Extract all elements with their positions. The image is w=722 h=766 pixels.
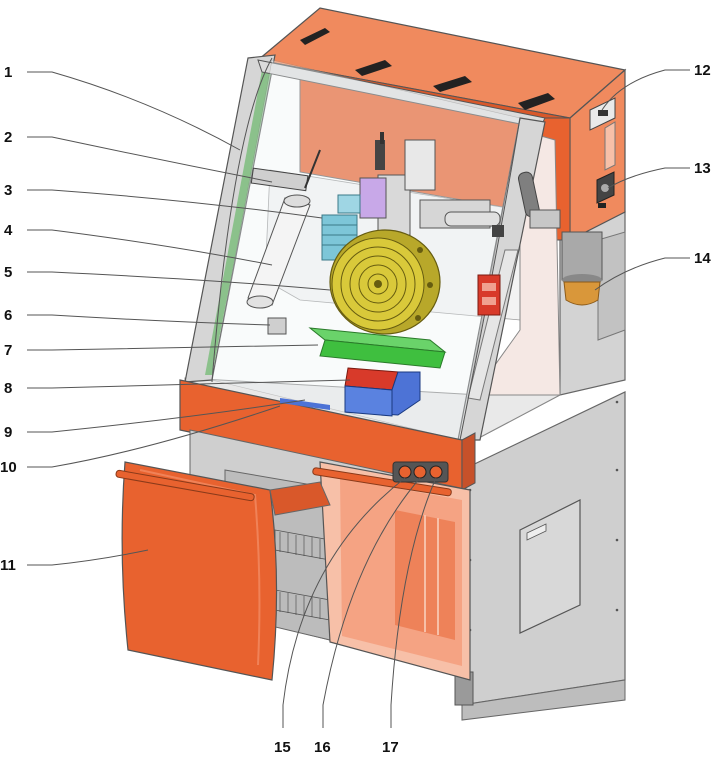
vise xyxy=(344,367,421,417)
callout-12: 12 xyxy=(694,62,711,79)
callout-7: 7 xyxy=(4,342,12,359)
cylinder xyxy=(246,149,321,309)
callout-8: 8 xyxy=(4,380,12,397)
lamp-bulb xyxy=(563,281,601,306)
door-handle xyxy=(312,467,452,497)
callout-4: 4 xyxy=(4,222,13,239)
callout-5: 5 xyxy=(4,264,12,281)
glass-door xyxy=(312,461,471,681)
callout-16: 16 xyxy=(314,739,331,756)
leader-lines xyxy=(27,69,690,728)
callout-1: 1 xyxy=(4,64,12,81)
callout-13: 13 xyxy=(694,160,711,177)
front-band xyxy=(179,379,476,491)
callout-9: 9 xyxy=(4,424,12,441)
drawer-handle xyxy=(115,469,255,502)
knob-17 xyxy=(429,465,443,479)
drawer-panel xyxy=(115,461,331,681)
lower-cabinet xyxy=(454,391,626,721)
callout-labels: 1 2 3 4 5 6 7 8 9 10 11 12 13 14 15 16 1… xyxy=(0,62,711,756)
callout-17: 17 xyxy=(382,739,399,756)
callout-6: 6 xyxy=(4,307,12,324)
callout-15: 15 xyxy=(274,739,291,756)
callout-10: 10 xyxy=(0,459,17,476)
knob-15 xyxy=(398,465,412,479)
callout-14: 14 xyxy=(694,250,711,267)
coolant-fixture xyxy=(321,194,361,261)
grinding-wheel xyxy=(329,229,441,335)
callout-11: 11 xyxy=(0,557,16,574)
lamp-housing xyxy=(561,231,603,306)
spindle-assembly xyxy=(359,132,561,237)
callout-3: 3 xyxy=(4,182,12,199)
panel-handle xyxy=(526,523,547,541)
callout-2: 2 xyxy=(4,129,12,146)
fixture-block xyxy=(267,317,287,335)
door-switch xyxy=(477,274,501,316)
knob-16 xyxy=(413,465,427,479)
green-table xyxy=(308,327,447,369)
